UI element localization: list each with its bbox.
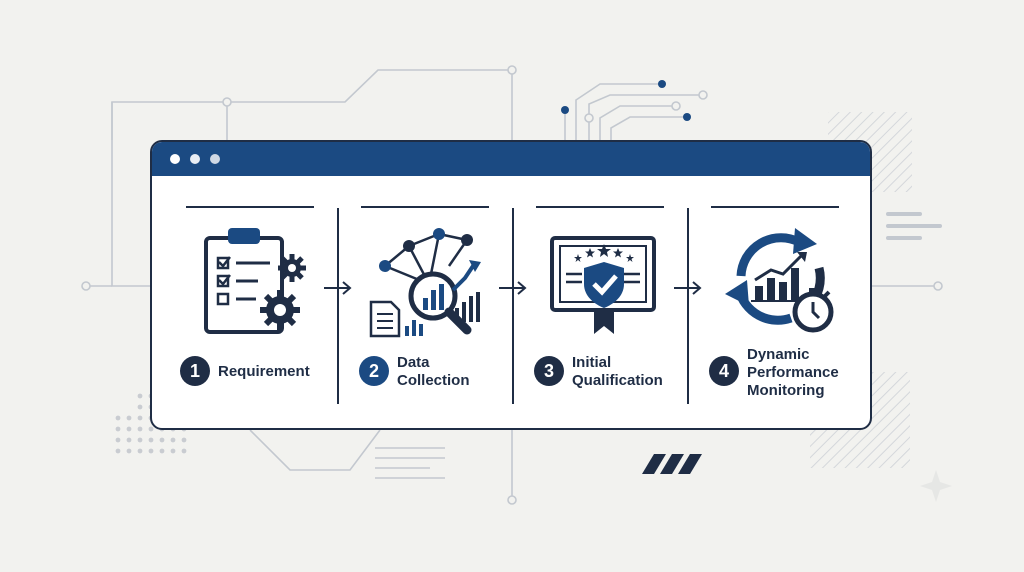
grid-dot	[137, 404, 143, 410]
step-dynamic-performance-monitoring: 4 Dynamic Performance Monitoring	[689, 176, 870, 428]
grid-dot	[148, 448, 154, 454]
step-label: Initial Qualification	[572, 354, 663, 390]
step-label: Data Collection	[397, 354, 470, 390]
step-label: Requirement	[218, 363, 310, 381]
step-divider	[512, 208, 514, 404]
circuit-nodes	[81, 65, 943, 505]
grid-dot	[126, 415, 132, 421]
browser-window: 1 Requirement 2 Da	[150, 140, 872, 430]
network-magnifier-chart-icon	[369, 228, 481, 338]
grid-dot	[170, 448, 176, 454]
grid-dot	[137, 426, 143, 432]
step-rule	[711, 206, 839, 208]
step-requirement: 1 Requirement	[152, 176, 337, 428]
window-control-maximize[interactable]	[210, 154, 220, 164]
step-label-line: Collection	[397, 372, 470, 389]
step-label-line: Data	[397, 354, 430, 371]
slash-marks	[642, 454, 702, 474]
grid-dot	[170, 437, 176, 443]
grid-dot	[181, 448, 187, 454]
clipboard-checklist-gears-icon	[204, 228, 306, 334]
arrow-right-icon	[674, 281, 702, 295]
grid-dot	[148, 437, 154, 443]
dash-lines-bottom	[375, 447, 445, 479]
grid-dot	[137, 437, 143, 443]
grid-dot	[137, 415, 143, 421]
step-label-line: Initial	[572, 354, 612, 371]
sparkle-icon	[920, 470, 952, 502]
step-label-line: Qualification	[572, 372, 663, 389]
window-titlebar	[152, 142, 870, 176]
grid-dot	[137, 393, 143, 399]
grid-dot	[115, 415, 121, 421]
grid-dot	[159, 448, 165, 454]
accent-nodes	[561, 80, 691, 121]
step-number-badge: 1	[180, 356, 210, 386]
window-control-minimize[interactable]	[190, 154, 200, 164]
step-label-line: Performance	[747, 364, 839, 381]
grid-dot	[137, 448, 143, 454]
step-rule	[186, 206, 314, 208]
grid-dot	[181, 437, 187, 443]
cycle-chart-stopwatch-icon	[725, 228, 834, 333]
grid-dot	[115, 448, 121, 454]
step-label-line: Dynamic	[747, 346, 810, 363]
grid-dot	[115, 426, 121, 432]
step-data-collection: 2 Data Collection	[339, 176, 512, 428]
dash-lines-right	[886, 212, 942, 240]
arrow-right-icon	[499, 281, 527, 295]
grid-dot	[159, 437, 165, 443]
grid-dot	[126, 448, 132, 454]
grid-dot	[148, 426, 154, 432]
certificate-shield-check-icon	[550, 236, 656, 334]
window-control-close[interactable]	[170, 154, 180, 164]
step-label: Dynamic Performance Monitoring	[747, 346, 839, 400]
step-number-badge: 2	[359, 356, 389, 386]
step-divider	[687, 208, 689, 404]
grid-dot	[126, 437, 132, 443]
step-label-line: Monitoring	[747, 382, 825, 399]
step-rule	[536, 206, 664, 208]
grid-dot	[115, 437, 121, 443]
arrow-right-icon	[324, 281, 352, 295]
grid-dot	[126, 426, 132, 432]
step-divider	[337, 208, 339, 404]
step-number-badge: 4	[709, 356, 739, 386]
step-label-line: Requirement	[218, 363, 310, 380]
step-number-badge: 3	[534, 356, 564, 386]
step-initial-qualification: 3 Initial Qualification	[514, 176, 687, 428]
step-rule	[361, 206, 489, 208]
